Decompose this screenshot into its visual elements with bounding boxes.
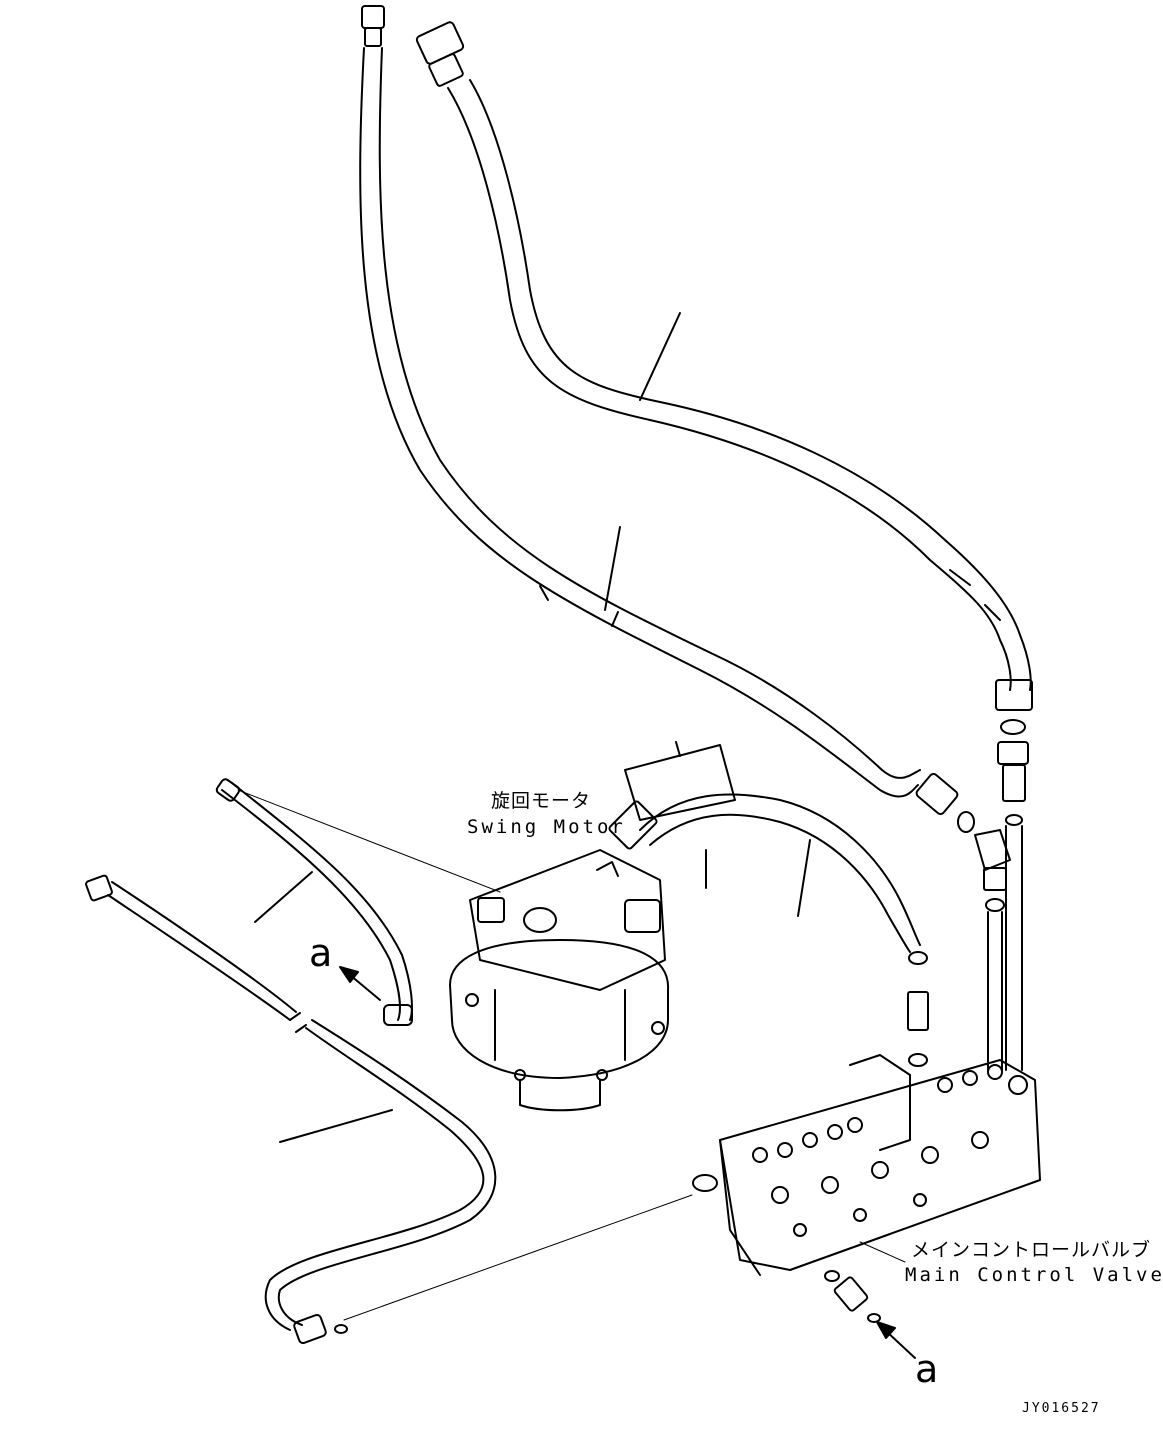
leader-line-valve [859,1241,906,1263]
main-valve-label-jp: メインコントロールバルブ [911,1239,1152,1261]
main-control-valve [334,1054,1041,1334]
callout-a-left: a [309,931,333,975]
swing-motor-label-en: Swing Motor [467,816,626,838]
hose-short-bracket [608,741,929,1067]
leader-line-3 [254,871,313,923]
main-valve-label-en: Main Control Valve [905,1264,1163,1286]
elbow-fitting [915,772,1011,1071]
leader-line-4 [279,1109,393,1143]
leader-line-2 [604,526,621,611]
swing-motor-label-jp: 旋回モータ [491,790,592,812]
hose-drain-long [85,874,497,1344]
valve-ports [752,1064,1028,1237]
drawing-code: JY016527 [1022,1401,1101,1416]
hose-long-right [415,21,1033,1071]
hose-motor-drain [215,778,501,1026]
swing-motor [449,849,670,1112]
callout-arrow-right [876,1321,916,1359]
leader-line-1 [639,312,681,401]
hose-long-left [359,5,921,798]
callout-a-right: a [915,1347,939,1391]
callout-arrow-left [339,966,381,1001]
